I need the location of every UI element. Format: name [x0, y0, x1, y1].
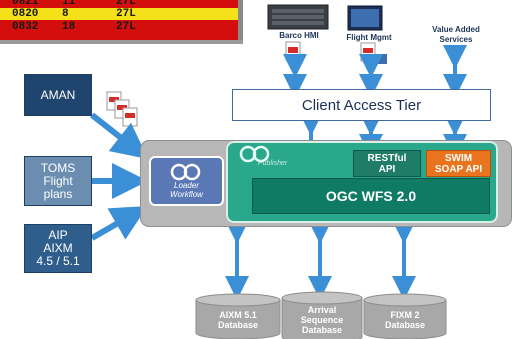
restful-line: API [378, 163, 396, 175]
table-row: 0832 18 27L [0, 21, 238, 33]
db-line: Database [384, 320, 426, 330]
db-line: Arrival [307, 305, 337, 315]
fixm-database-label: FIXM 2 Database [364, 308, 446, 332]
database-cylinders [195, 291, 447, 339]
aip-box: AIP AIXM 4.5 / 5.1 [24, 224, 92, 273]
toms-line: plans [43, 186, 73, 201]
loader-workflow-tile: Loader Workflow [149, 156, 224, 206]
toms-box: TOMS Flight plans [24, 156, 92, 206]
table-cell: 11 [62, 0, 76, 8]
db-line: Database [301, 325, 343, 335]
document-icon [360, 42, 387, 64]
table-cell: 8 [62, 8, 69, 20]
value-added-label: Value Added Services [421, 25, 491, 45]
table-row: 0820 8 27L [0, 8, 238, 20]
restful-line: RESTful [367, 152, 407, 164]
aip-line: 4.5 / 5.1 [36, 254, 80, 268]
db-line: Sequence [300, 315, 344, 325]
arrival-sequence-table: 0821 11 27L 0820 8 27L 0832 18 27L [0, 0, 243, 40]
monitor-icon [347, 5, 383, 31]
swim-line: SOAP API [434, 163, 483, 175]
table-cell: 27L [116, 8, 136, 20]
aixm-database-label: AIXM 5.1 Database [196, 308, 280, 332]
ogc-wfs-box: OGC WFS 2.0 [252, 178, 490, 214]
toms-line: Flight [43, 173, 73, 188]
table-cell: 0820 [12, 8, 39, 20]
barco-hmi-label: Barco HMI [279, 31, 319, 40]
publisher-logo-text: Publisher [258, 160, 288, 167]
restful-api-box: RESTful API [353, 150, 421, 177]
publisher-logo-icon [239, 145, 270, 163]
table-cell: 0832 [12, 21, 39, 33]
value-added-line: Value Added [432, 25, 480, 34]
server-icon [267, 4, 329, 30]
document-icon [285, 41, 301, 61]
aman-box: AMAN [24, 74, 92, 116]
document-stack-icon [106, 91, 138, 127]
swim-soap-api-box: SWIM SOAP API [426, 150, 491, 177]
aip-line: AIP [48, 228, 68, 242]
input-arrows [90, 112, 149, 241]
table-cell: 27L [116, 21, 136, 33]
aip-line: AIXM [43, 241, 73, 255]
table-cell: 27L [116, 0, 136, 8]
table-cell: 18 [62, 21, 76, 33]
client-access-tier: Client Access Tier [232, 89, 491, 121]
db-line: AIXM 5.1 [219, 310, 257, 320]
value-added-line: Services [439, 35, 473, 44]
arrival-sequence-database-label: Arrival Sequence Database [282, 303, 362, 337]
db-line: Database [217, 320, 259, 330]
loader-logo-icon [170, 163, 200, 181]
swim-line: SWIM [444, 152, 473, 164]
table-row: 0821 11 27L [0, 0, 238, 8]
loader-subtitle: Workflow [170, 190, 203, 199]
db-line: FIXM 2 [390, 310, 420, 320]
toms-line: TOMS [40, 160, 76, 175]
loader-logo-text: Loader [174, 181, 199, 190]
flight-mgmt-label: Flight Mgmt [346, 33, 392, 42]
table-cell: 0821 [12, 0, 39, 8]
